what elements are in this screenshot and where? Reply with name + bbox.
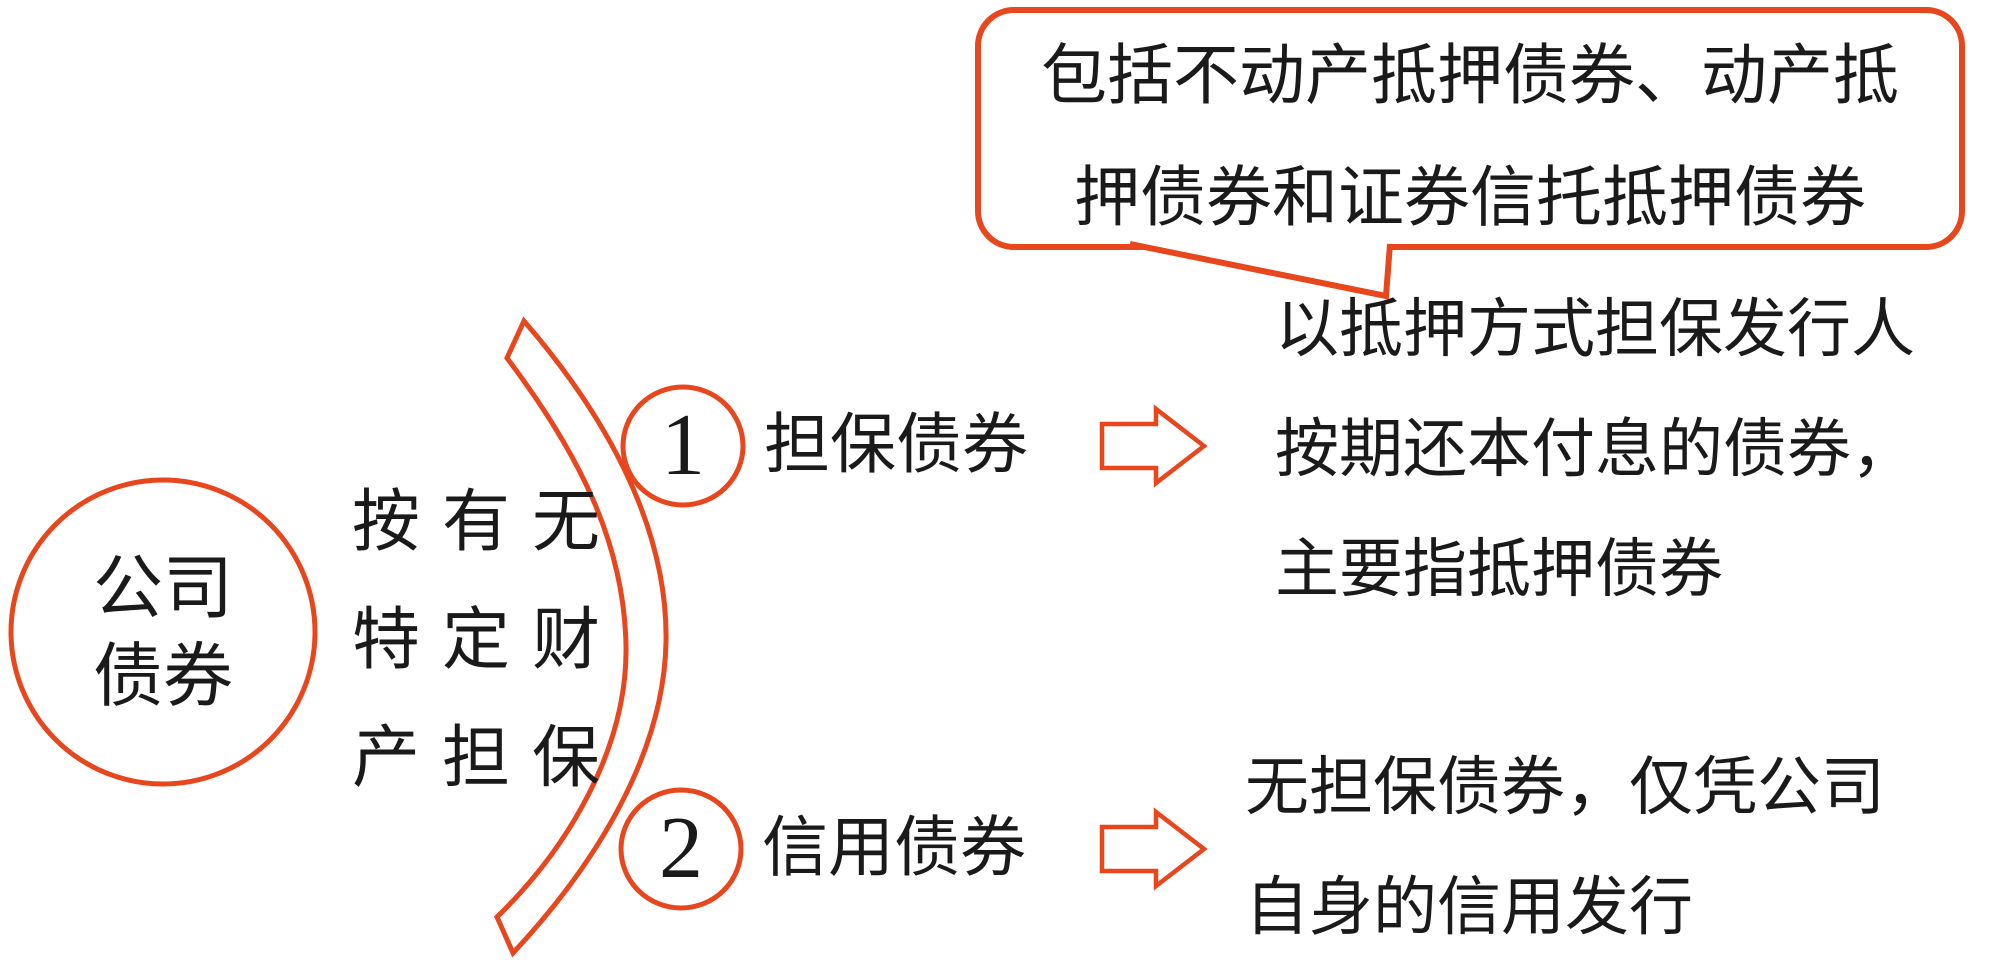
branch-1-description-line1: 以抵押方式担保发行人 (1275, 294, 1915, 365)
callout-line1: 包括不动产抵押债券、动产抵 (1041, 40, 1899, 113)
branch-2-description: 无担保债券，仅凭公司自身的信用发行 (1245, 728, 1885, 964)
callout-bubble (975, 7, 1965, 250)
brace-arc (494, 316, 669, 958)
branch-1-description-line3: 主要指抵押债券 (1275, 534, 1723, 605)
branch-1-number: 1 (661, 397, 705, 494)
criterion-line1: 按有无 (352, 484, 623, 560)
root-node-label-line1: 公司 (93, 551, 233, 628)
branch-2-description-line1: 无担保债券，仅凭公司 (1245, 752, 1885, 823)
branch-1-label: 担保债券 (764, 409, 1028, 482)
root-node-circle (8, 477, 318, 787)
criterion-line2: 特定财 (352, 602, 623, 678)
callout-tail (1129, 241, 1393, 300)
arrow-right-icon-branch-2 (1099, 807, 1208, 891)
criterion-line3: 产担保 (352, 720, 623, 796)
arrow-right-icon-branch-1 (1099, 404, 1208, 488)
branch-2-description-line2: 自身的信用发行 (1245, 872, 1693, 943)
criterion-label: 按有无特定财产担保 (352, 463, 672, 817)
branch-2-label: 信用债券 (762, 812, 1026, 885)
branch-1-description-line2: 按期还本付息的债券， (1275, 414, 1915, 485)
root-node-label: 公司债券 (13, 546, 313, 722)
branch-2-number: 2 (659, 800, 703, 897)
root-node-label-line2: 债券 (93, 639, 233, 716)
callout-line2: 押债券和证券信托抵押债券 (1074, 162, 1866, 235)
branch-2-number-circle (618, 787, 744, 911)
callout-text: 包括不动产抵押债券、动产抵押债券和证券信托抵押债券 (978, 16, 1962, 260)
branch-1-number-circle (620, 384, 746, 508)
branch-1-description: 以抵押方式担保发行人按期还本付息的债券， 主要指抵押债券 (1275, 270, 1915, 630)
